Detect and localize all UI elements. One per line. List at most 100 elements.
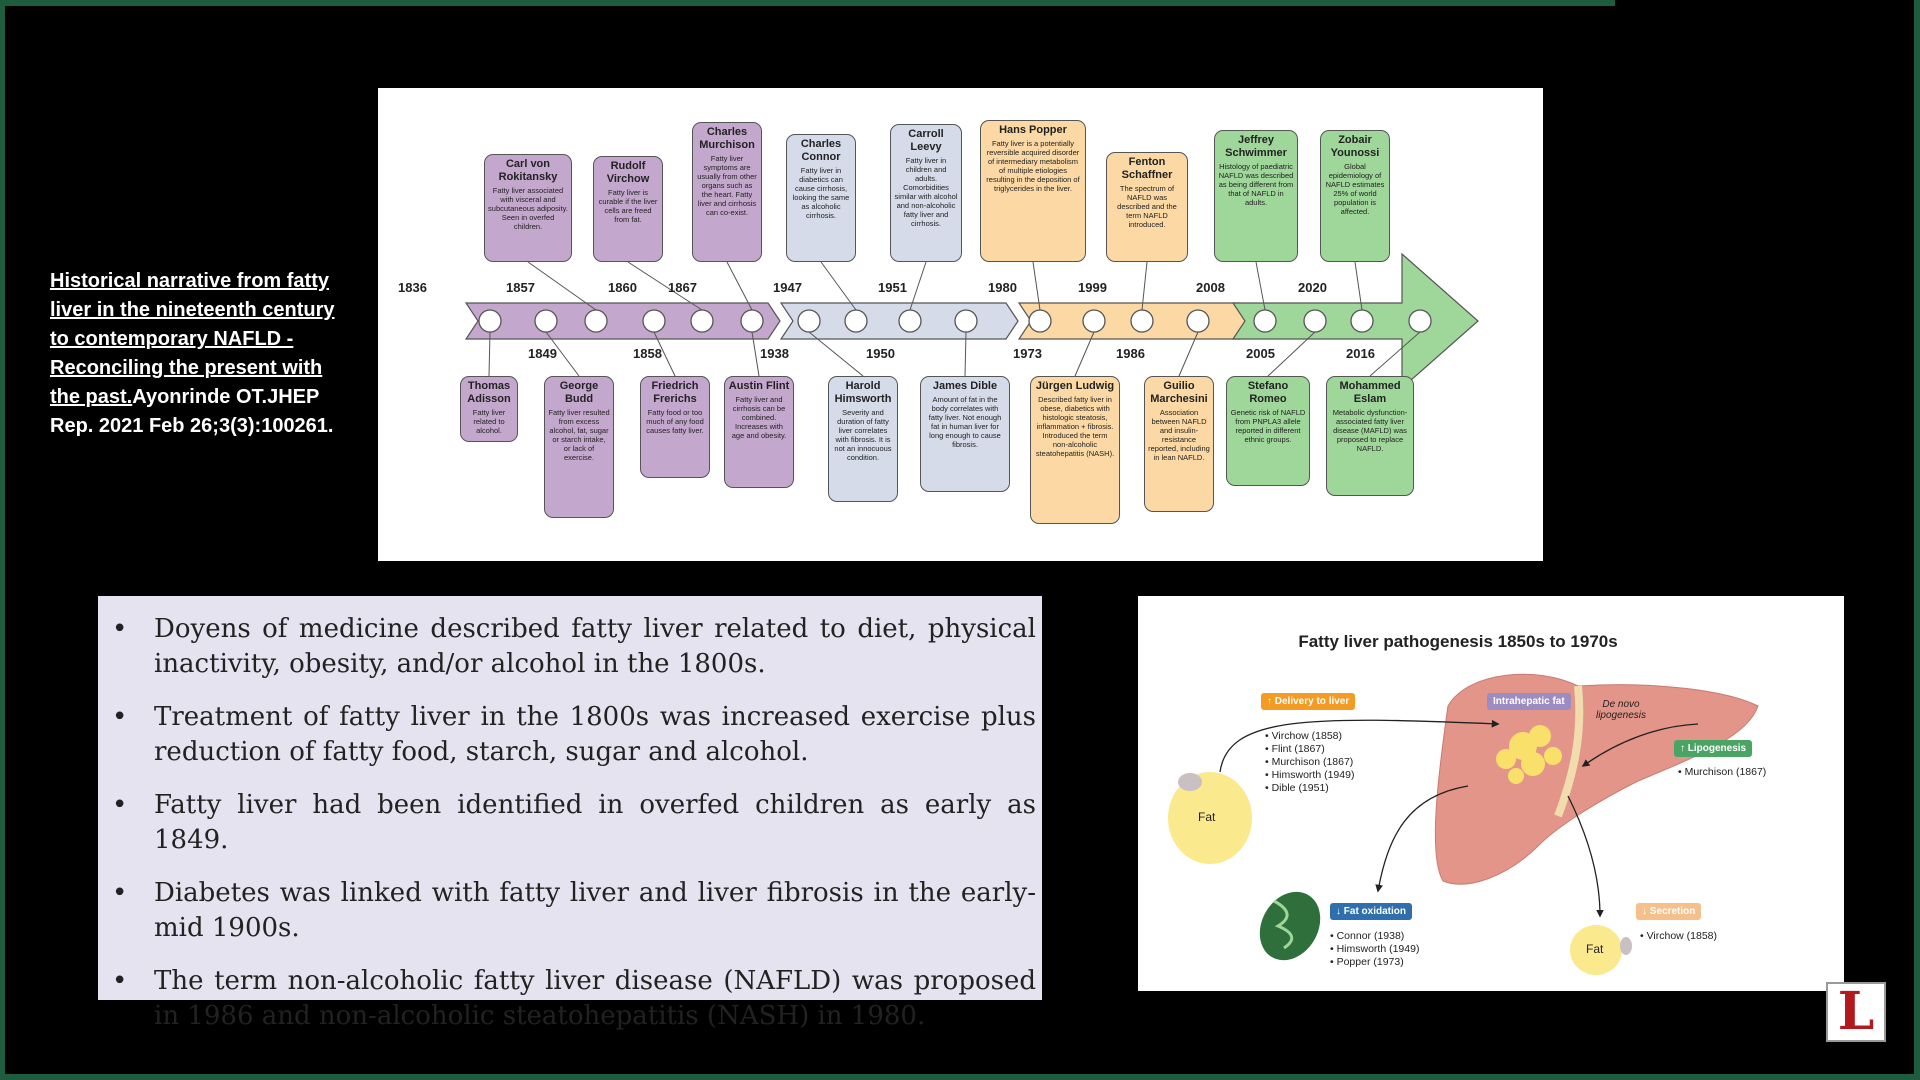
timeline-marker [1303, 309, 1327, 333]
timeline-card-text: The spectrum of NAFLD was described and … [1117, 184, 1177, 229]
timeline-connector [820, 261, 857, 311]
timeline-year-bottom: 2005 [1246, 346, 1275, 361]
timeline-card-text: Fatty liver in children and adults. Como… [894, 156, 958, 228]
timeline-arrow [464, 252, 1479, 390]
timeline-card-name: Austin Flint [728, 380, 790, 392]
timeline-marker [534, 309, 558, 333]
timeline-card-name: Zobair Younossi [1330, 134, 1380, 159]
timeline-marker [1082, 309, 1106, 333]
timeline-marker [1186, 309, 1210, 333]
timeline-connector [808, 331, 864, 377]
timeline-card-name: Charles Connor [800, 138, 842, 163]
timeline-card-text: Histology of paediatric NAFLD was descri… [1218, 162, 1294, 207]
citation-rest: Ayonrinde OT.JHEP Rep. 2021 Feb 26;3(3):… [50, 386, 334, 437]
timeline-marker [898, 309, 922, 333]
timeline-marker [1253, 309, 1277, 333]
timeline-card-text: Fatty liver symptoms are usually from ot… [697, 154, 757, 217]
timeline-card-text: Fatty liver is a potentially reversible … [986, 139, 1080, 193]
timeline-card-name: Thomas Adisson [467, 380, 511, 405]
timeline-card-text: Fatty liver related to alcohol. [472, 408, 506, 435]
de-novo-label: De novo lipogenesis [1595, 699, 1647, 721]
timeline-connector [1074, 331, 1095, 377]
frame-border-left [0, 0, 5, 1080]
timeline-marker [954, 309, 978, 333]
timeline-card-text: Fatty liver associated with visceral and… [488, 186, 568, 231]
timeline-connector [909, 261, 927, 311]
bullet-dot: • [112, 878, 128, 908]
timeline-connector [1354, 261, 1363, 311]
citation-title-link[interactable]: Historical narrative from fatty liver in… [50, 270, 335, 408]
timeline-card-name: Stefano Romeo [1247, 380, 1289, 405]
timeline-card-name: Carroll Leevy [908, 128, 944, 153]
timeline-card-text: Metabolic dysfunction-associated fatty l… [1332, 408, 1408, 453]
intrahepatic-fat-label: Intrahepatic fat [1487, 693, 1571, 710]
timeline-year-top: 1999 [1078, 280, 1107, 295]
bullet-item: •Treatment of fatty liver in the 1800s w… [112, 700, 1036, 770]
timeline-marker [690, 309, 714, 333]
timeline-card-name: Jeffrey Schwimmer [1225, 134, 1287, 159]
timeline-year-top: 1836 [398, 280, 427, 295]
timeline-marker [478, 309, 502, 333]
fat-oxidation-refs: • Connor (1938) • Himsworth (1949) • Pop… [1330, 930, 1420, 968]
secretion-refs: • Virchow (1858) [1640, 930, 1718, 942]
timeline-year-top: 1867 [668, 280, 697, 295]
timeline-connector [1369, 331, 1421, 377]
timeline-card-name: Rudolf Virchow [606, 160, 650, 185]
timeline-card-text: Fatty liver and cirrhosis can be combine… [731, 395, 787, 440]
timeline-year-top: 2008 [1196, 280, 1225, 295]
timeline-marker [1130, 309, 1154, 333]
timeline-connector [527, 261, 597, 311]
timeline-connector [627, 261, 703, 311]
citation-text: Historical narrative from fatty liver in… [50, 267, 340, 441]
bullet-dot: • [112, 702, 128, 732]
delivery-refs: • Virchow (1858) • Flint (1867) • Murchi… [1265, 730, 1355, 794]
timeline-card-name: Mohammed Eslam [1339, 380, 1401, 405]
timeline-marker [642, 309, 666, 333]
timeline-card-name: Fenton Schaffner [1121, 156, 1173, 181]
timeline-year-bottom: 1849 [528, 346, 557, 361]
summary-bullets: •Doyens of medicine described fatty live… [98, 596, 1042, 1031]
bullet-text: Fatty liver had been identified in overf… [154, 790, 1036, 855]
timeline-year-bottom: 1938 [760, 346, 789, 361]
timeline-card-name: Jürgen Ludwig [1035, 380, 1115, 392]
bullet-dot: • [112, 614, 128, 644]
lipogenesis-label: ↑ Lipogenesis [1674, 740, 1753, 757]
intrahepatic-fat-cluster [1496, 725, 1562, 784]
fat-blob-right [1570, 925, 1622, 975]
timeline-connector [488, 331, 491, 377]
frame-border-right [1914, 0, 1920, 1080]
timeline-year-top: 2020 [1298, 280, 1327, 295]
lipogenesis-refs: • Murchison (1867) [1678, 766, 1767, 778]
timeline-card-name: James Dible [932, 380, 998, 392]
mitochondrion-icon [1259, 891, 1321, 961]
timeline-connector [1178, 331, 1199, 377]
pathogenesis-figure: Fatty liver pathogenesis 1850s to 1970s [1138, 596, 1844, 991]
timeline-card-name: Carl von Rokitansky [498, 158, 558, 183]
timeline-card-name: Charles Murchison [699, 126, 755, 151]
frame-border-top [0, 0, 1615, 6]
timeline-year-top: 1951 [878, 280, 907, 295]
timeline-year-top: 1947 [773, 280, 802, 295]
timeline-year-top: 1980 [988, 280, 1017, 295]
timeline-card-name: Hans Popper [999, 124, 1067, 136]
bullet-item: •Diabetes was linked with fatty liver an… [112, 876, 1036, 946]
timeline-year-bottom: 1986 [1116, 346, 1145, 361]
timeline-year-top: 1857 [506, 280, 535, 295]
bullet-item: •Fatty liver had been identified in over… [112, 788, 1036, 858]
timeline-connector [726, 261, 753, 311]
timeline-year-bottom: 2016 [1346, 346, 1375, 361]
